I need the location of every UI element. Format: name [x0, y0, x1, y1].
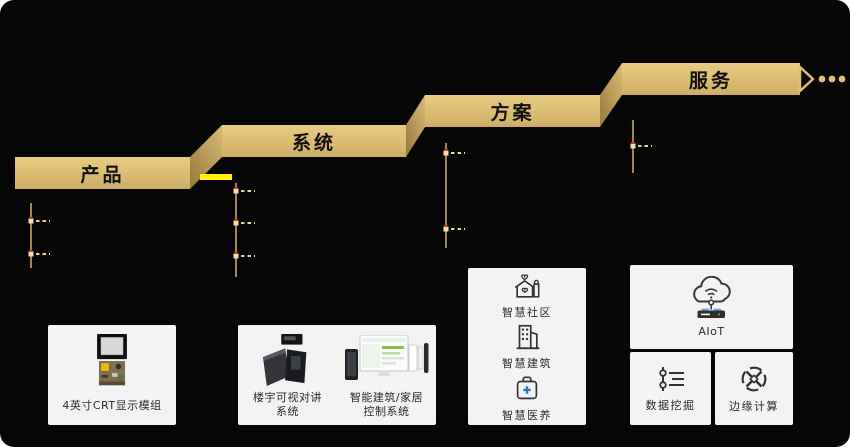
system-card-right: 智能建筑/家居 控制系统 [337, 325, 436, 425]
flow-dot-icon [818, 75, 826, 83]
service-data-mining-card: 数据挖掘 [630, 352, 711, 425]
system-card-caption-control: 智能建筑/家居 控制系统 [349, 391, 424, 419]
connector-line-system [233, 183, 255, 277]
solution-label-building: 智慧建筑 [502, 357, 552, 370]
solution-item-building: 智慧建筑 [502, 322, 552, 371]
system-card-caption-intercom: 楼宇可视对讲 系统 [253, 391, 322, 419]
yellow-highlight-bar [200, 174, 232, 180]
fold-1 [190, 125, 222, 189]
crt-display-module-photo [97, 334, 127, 386]
service-aiot-card: AIoT [630, 265, 793, 349]
service-data-mining-label: 数据挖掘 [645, 399, 696, 412]
banner-label-system: 系统 [291, 131, 336, 154]
connector-line-product [28, 203, 50, 268]
solution-label-healthcare: 智慧医养 [502, 408, 552, 422]
fold-2 [406, 95, 425, 157]
edge-computing-icon [741, 366, 767, 392]
service-edge-computing-card: 边缘计算 [715, 352, 793, 425]
service-edge-computing-label: 边缘计算 [729, 400, 779, 413]
connector-line-solution [443, 143, 465, 248]
product-card-caption: 4英寸CRT显示模组 [62, 399, 162, 412]
medical-kit-icon [516, 375, 538, 399]
smart-control-photo [344, 335, 428, 380]
system-card-left: 楼宇可视对讲 系统 [238, 325, 337, 425]
fold-3 [600, 63, 622, 127]
connector-line-service [630, 120, 652, 173]
flow-dot-icon [828, 75, 836, 83]
solution-item-healthcare: 智慧医养 [502, 374, 552, 423]
aiot-cloud-icon [692, 276, 731, 318]
banner-label-solution: 方案 [490, 101, 535, 124]
video-intercom-photo [262, 333, 306, 387]
solution-label-community: 智慧社区 [502, 305, 552, 319]
flow-arrow-icon [798, 65, 815, 93]
solution-card: 智慧社区 智慧建筑 智慧医养 [468, 268, 586, 425]
product-card: 4英寸CRT显示模组 [48, 325, 176, 425]
banner-label-product: 产品 [80, 163, 125, 186]
community-house-heart-icon [514, 273, 540, 298]
service-aiot-label: AIoT [698, 325, 725, 338]
system-card: 楼宇可视对讲 系统 智能建筑/家居 [238, 325, 436, 425]
building-icon [516, 324, 540, 350]
banner-label-service: 服务 [688, 69, 733, 92]
flow-dot-icon [838, 75, 846, 83]
data-mining-sliders-icon [658, 367, 684, 391]
solution-item-community: 智慧社区 [502, 271, 552, 320]
